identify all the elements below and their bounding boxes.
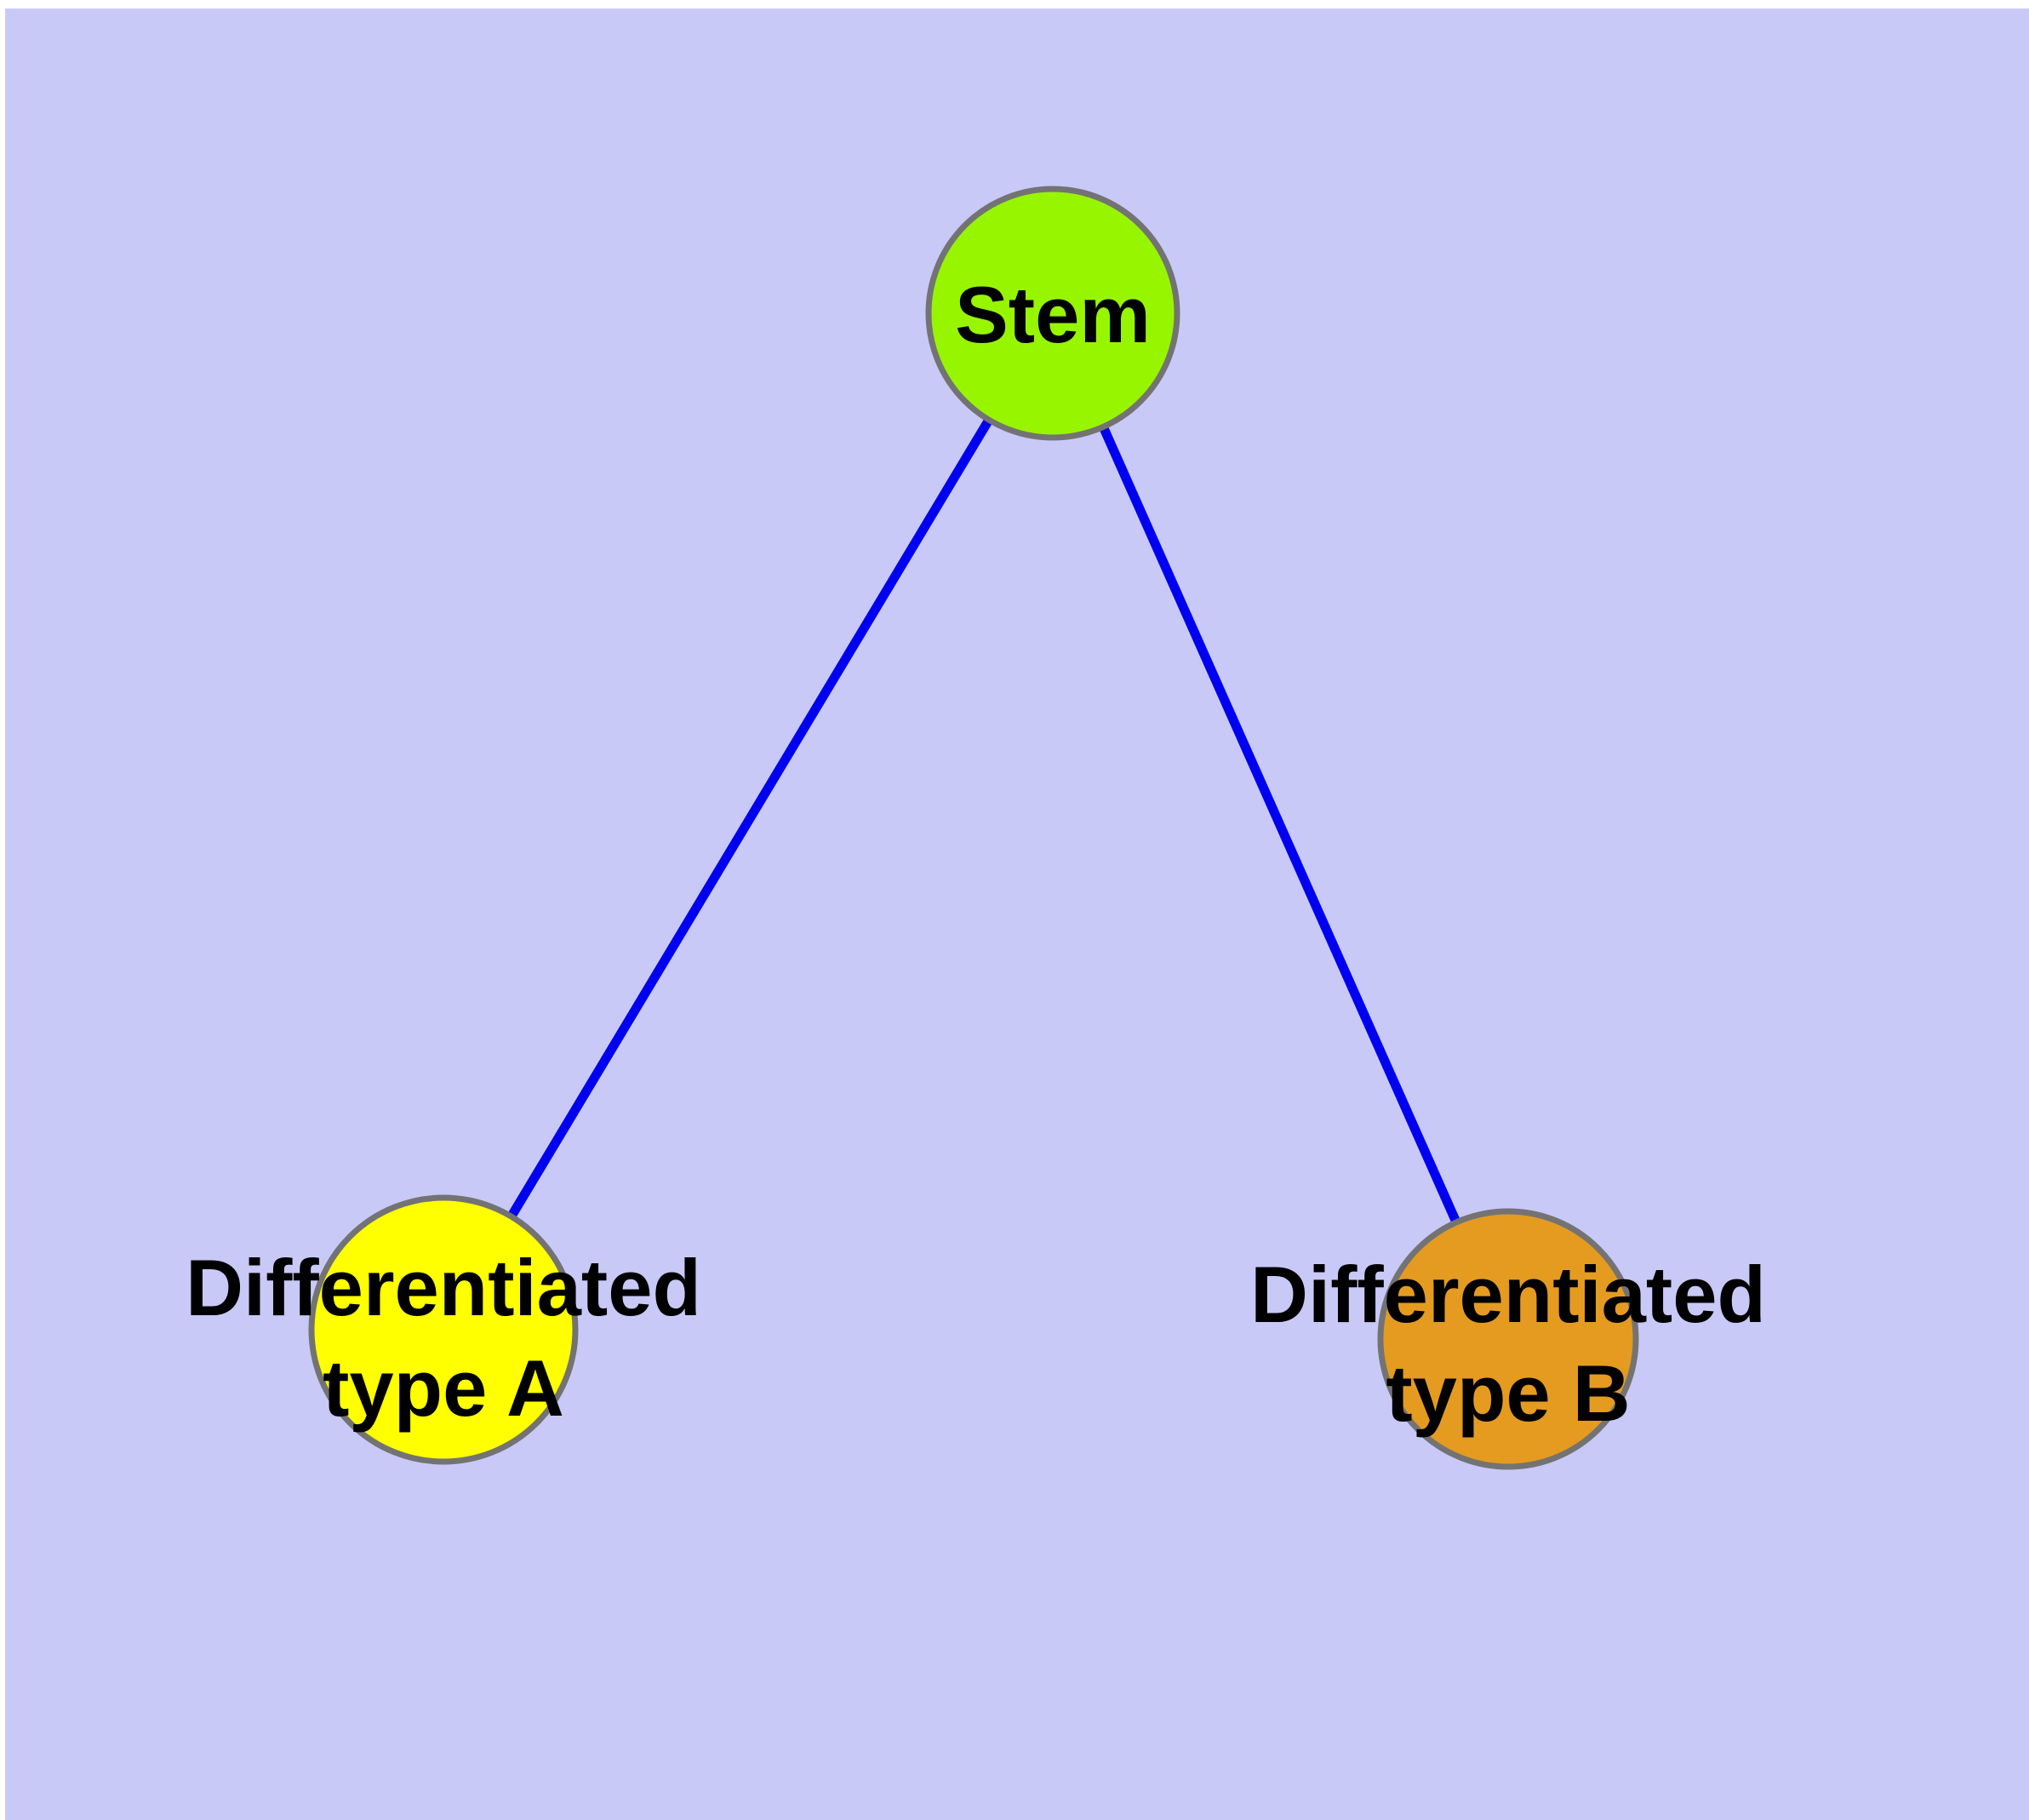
diff-b-node [1377, 1208, 1639, 1470]
edge-stem-to-diff-b [1048, 311, 1513, 1342]
diff-a-label-line1: Differentiated [186, 1243, 701, 1332]
diff-a-node [308, 1194, 579, 1465]
diff-b-label-line2: type B [1386, 1348, 1630, 1438]
edge-stem-to-diff-a [439, 311, 1057, 1332]
diff-a-label-line2: type A [323, 1343, 564, 1433]
stem-node-label: Stem [955, 270, 1151, 359]
diff-b-label-line1: Differentiated [1250, 1250, 1766, 1339]
stem-node [925, 186, 1180, 441]
